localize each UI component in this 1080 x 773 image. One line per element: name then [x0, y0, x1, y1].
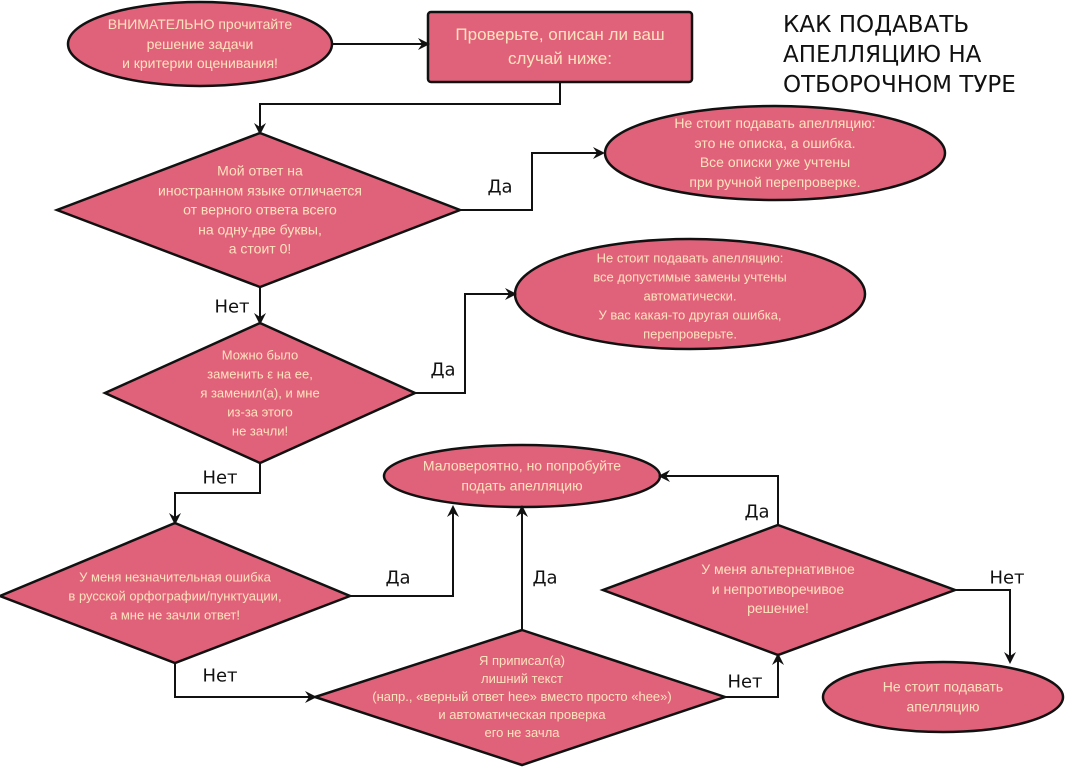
arrow-q5-yes — [658, 470, 779, 525]
question-2-text: Можно было заменить ε на ее, я заменил(а… — [200, 347, 320, 439]
label-no-q1: Нет — [214, 296, 250, 318]
label-yes-q3: Да — [385, 567, 411, 589]
label-yes-q2: Да — [430, 359, 456, 381]
start-text: ВНИМАТЕЛЬНО прочитайте решение задачи и … — [107, 15, 293, 71]
question-1-text: Мой ответ на иностранном языке отличаетс… — [158, 162, 362, 257]
label-no-q5: Нет — [989, 567, 1025, 589]
label-yes-q1: Да — [487, 176, 513, 198]
question-5-text: У меня альтернативное и непротиворечивое… — [701, 560, 855, 616]
label-yes-q4: Да — [532, 567, 558, 589]
arrow-check-q1 — [254, 82, 561, 135]
question-4 — [310, 628, 729, 767]
result-2-text: Не стоит подавать апелляцию: все допусти… — [593, 250, 787, 342]
label-no-q3: Нет — [202, 665, 238, 687]
arrow-q4-no — [725, 653, 784, 698]
result-1 — [603, 104, 947, 202]
arrow-q5-no — [955, 589, 1016, 664]
arrow-q2-no — [169, 463, 261, 525]
arrow-q3-no — [174, 663, 317, 703]
result-no-appeal — [821, 660, 1065, 734]
result-try-text: Маловероятно, но попробуйте подать апелл… — [422, 457, 622, 494]
question-3-text: У меня незначительная ошибка в русской о… — [68, 569, 282, 623]
arrow-q1-yes — [460, 147, 605, 211]
label-no-q2: Нет — [202, 467, 238, 489]
result-1-text: Не стоит подавать апелляцию: это не опис… — [674, 115, 876, 190]
check-text: Проверьте, описан ли ваш случай ниже: — [455, 25, 665, 68]
label-yes-q5: Да — [744, 501, 770, 523]
diagram-title: КАК ПОДАВАТЬ АПЕЛЛЯЦИЮ НА ОТБОРОЧНОМ ТУР… — [783, 12, 1016, 98]
label-no-q4: Нет — [727, 671, 763, 693]
result-no-text: Не стоит подавать апелляцию — [882, 678, 1004, 715]
question-4-text: Я приписал(а) лишний текст (напр., «верн… — [372, 653, 672, 740]
arrow-q2-yes — [415, 288, 517, 394]
arrow-q3-yes — [350, 505, 459, 597]
